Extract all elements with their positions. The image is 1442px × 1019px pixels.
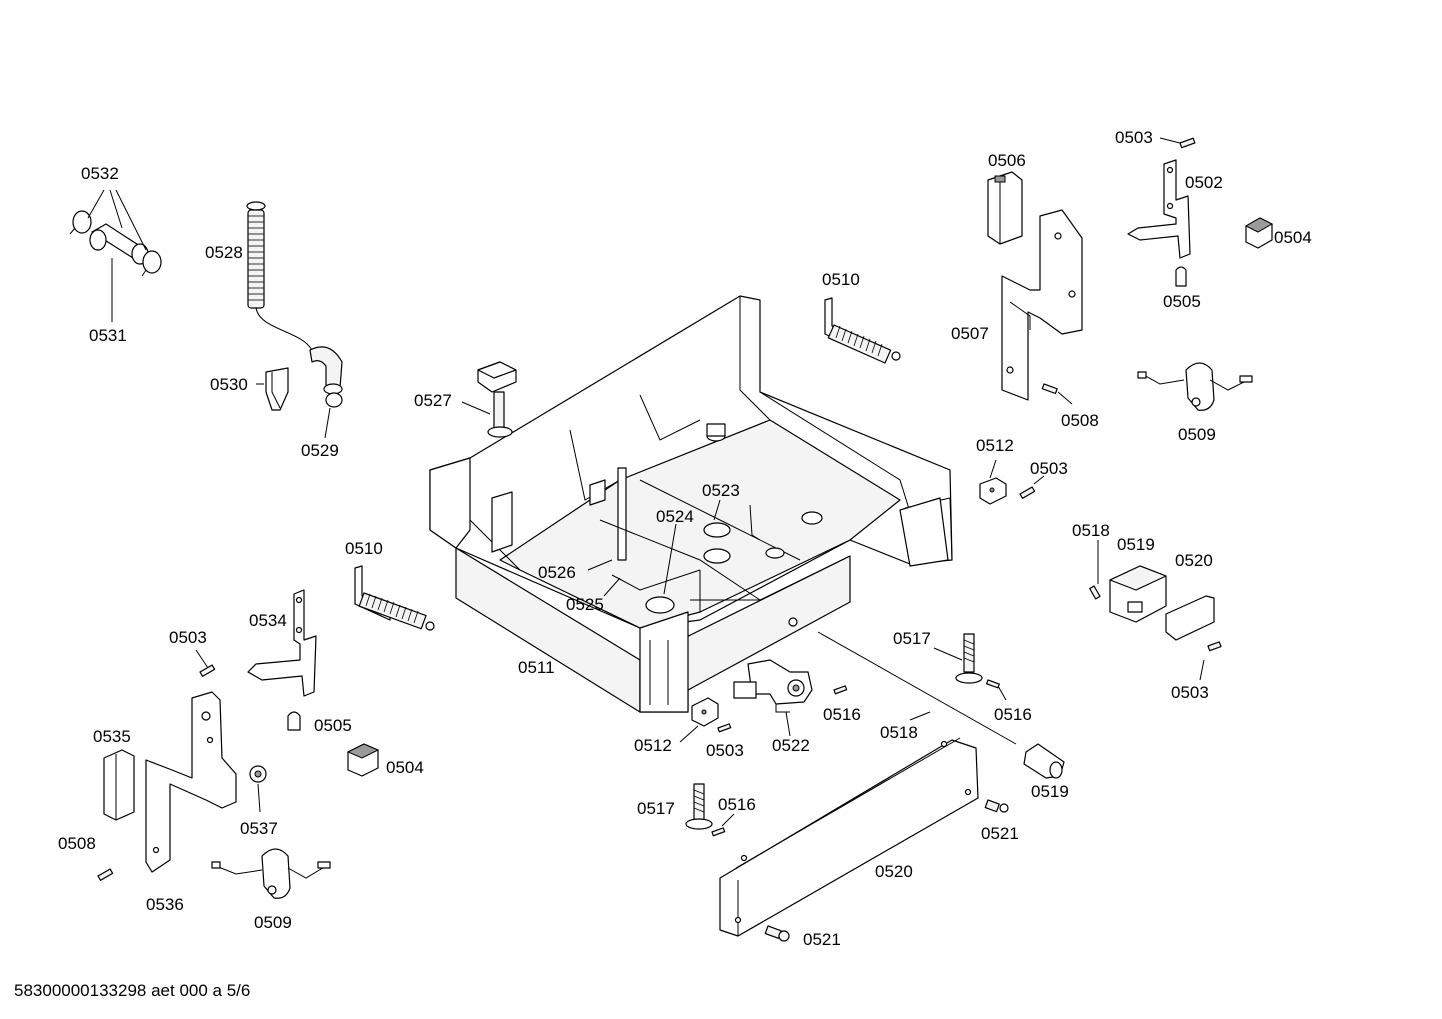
screw-0503-left	[195, 649, 216, 677]
part-labels: 0532 0531 0528 0530 0529 0527 0510 0510 …	[58, 128, 1312, 949]
cap-0519-lower	[1023, 743, 1065, 779]
label-0502: 0502	[1185, 173, 1223, 192]
label-0506: 0506	[988, 151, 1026, 170]
rod-0518	[817, 631, 1017, 745]
screw-0503-top	[1159, 137, 1196, 149]
label-0516: 0516	[718, 795, 756, 814]
label-0527: 0527	[414, 391, 452, 410]
label-0524: 0524	[656, 507, 694, 526]
label-0505: 0505	[314, 716, 352, 735]
label-0529: 0529	[301, 441, 339, 460]
label-0516: 0516	[823, 705, 861, 724]
drain-hose-part	[246, 201, 343, 439]
hinge-spring-right-part	[824, 297, 901, 364]
clip-0504-right	[1244, 217, 1274, 249]
label-0517: 0517	[893, 629, 931, 648]
label-0512: 0512	[634, 736, 672, 755]
label-0503: 0503	[169, 628, 207, 647]
screw-0503-mid	[1019, 475, 1045, 499]
label-0505: 0505	[1163, 292, 1201, 311]
label-0510: 0510	[822, 270, 860, 289]
foot-0517-lower	[685, 783, 713, 830]
clip-0505-right	[1175, 266, 1187, 287]
adjustable-foot-part	[461, 361, 517, 438]
label-0503: 0503	[1115, 128, 1153, 147]
label-0512: 0512	[976, 436, 1014, 455]
screw-0503-right	[1199, 641, 1222, 681]
label-0532: 0532	[81, 164, 119, 183]
label-0531: 0531	[89, 326, 127, 345]
label-0536: 0536	[146, 895, 184, 914]
label-0507: 0507	[951, 324, 989, 343]
label-0517: 0517	[637, 799, 675, 818]
hinge-bracket-0534	[247, 589, 317, 697]
label-0510: 0510	[345, 539, 383, 558]
switch-housing-0519	[1109, 565, 1167, 623]
label-0503: 0503	[1030, 459, 1068, 478]
screw-0516-lower	[711, 813, 735, 837]
bracket-0512-lower	[679, 697, 719, 743]
kick-plate-0520	[719, 737, 979, 937]
hinge-plate-0536	[145, 691, 237, 873]
label-0525: 0525	[566, 595, 604, 614]
screw-0503-lower	[717, 723, 732, 733]
screw-0516-right	[986, 679, 1007, 701]
screw-0518-right	[1089, 540, 1101, 600]
screw-0508-left	[97, 868, 114, 881]
label-0509: 0509	[254, 913, 292, 932]
label-0518: 0518	[1072, 521, 1110, 540]
label-0509: 0509	[1178, 425, 1216, 444]
clip-0504-left	[346, 743, 380, 777]
label-0503: 0503	[706, 741, 744, 760]
hinge-bracket-0502	[1127, 159, 1191, 259]
label-0518: 0518	[880, 723, 918, 742]
hinge-cover-0535	[103, 749, 135, 821]
hose-coupling-part	[69, 189, 162, 322]
hinge-bracket-cover-0506	[987, 171, 1023, 245]
label-0504: 0504	[386, 758, 424, 777]
label-0523: 0523	[702, 481, 740, 500]
label-0535: 0535	[93, 727, 131, 746]
bracket-0512-right	[979, 459, 1007, 505]
label-0511: 0511	[518, 658, 555, 677]
label-0534: 0534	[249, 611, 287, 630]
hinge-spring-left-part	[354, 565, 435, 631]
label-0519: 0519	[1031, 782, 1069, 801]
label-0508: 0508	[1061, 411, 1099, 430]
screw-0521-lower	[764, 925, 790, 942]
label-0521: 0521	[803, 930, 841, 949]
hinge-plate-0507	[1001, 209, 1083, 401]
label-0537: 0537	[240, 819, 278, 838]
nut-0537	[249, 765, 267, 813]
foot-0517-right	[933, 633, 983, 684]
label-0519: 0519	[1117, 535, 1155, 554]
label-0508: 0508	[58, 834, 96, 853]
document-reference: 58300000133298 aet 000 a 5/6	[14, 981, 251, 1000]
label-0520: 0520	[875, 862, 913, 881]
valve-0522	[733, 659, 813, 737]
label-0526: 0526	[538, 563, 576, 582]
screw-0516-middle	[833, 685, 848, 695]
base-tub-part	[429, 295, 953, 713]
label-0516: 0516	[994, 705, 1032, 724]
label-0521: 0521	[981, 824, 1019, 843]
label-0503: 0503	[1171, 683, 1209, 702]
screw-0508-right	[1041, 383, 1073, 405]
label-0530: 0530	[210, 375, 248, 394]
leader-lines	[587, 499, 721, 597]
label-0522: 0522	[772, 736, 810, 755]
cam-0509-right	[1137, 362, 1253, 411]
label-0520: 0520	[1175, 551, 1213, 570]
label-0504: 0504	[1274, 228, 1312, 247]
screw-0521-right	[984, 799, 1009, 813]
cam-0509-left	[211, 848, 331, 899]
cover-0520-right	[1165, 595, 1215, 641]
label-0528: 0528	[205, 243, 243, 262]
clip-0505-left	[287, 711, 301, 731]
